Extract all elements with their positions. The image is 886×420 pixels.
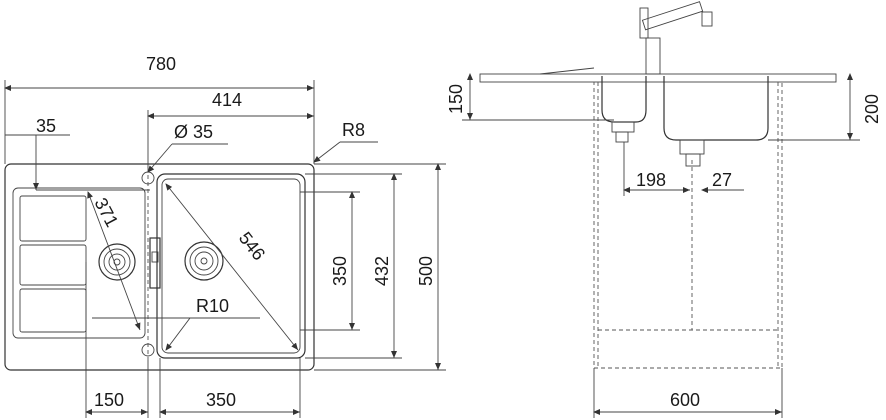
dim-cabinet-width: 600 [670,390,700,410]
side-view: 150 200 198 27 600 [446,1,882,418]
cabinet [593,81,783,369]
large-drain-fitting [679,139,705,155]
small-bowl-side [601,76,647,123]
sink-outline [4,163,315,371]
dim-small-bowl-width: 150 [94,390,124,410]
drainer-rib-3 [19,288,87,333]
dim-overall-width: 780 [146,54,176,74]
overflow-mark [151,251,159,263]
dim-bowl-height: 350 [330,256,350,286]
large-bowl [156,173,306,359]
dim-hole: Ø 35 [174,122,213,142]
drainer-area [12,187,146,339]
dim-drain-offset: 198 [636,170,666,190]
drainer-edge [539,67,595,75]
dim-depth-right: 200 [862,94,882,124]
small-drain-fitting [611,121,635,133]
dim-bowl-offset: 414 [212,90,242,110]
top-view: 780 414 35 Ø 35 R8 371 546 R10 350 [4,54,446,418]
dim-overall-height: 500 [416,256,436,286]
dim-inner-radius: R10 [196,296,229,316]
small-drain-pipe [615,131,629,143]
dim-line-546 [165,183,299,351]
leader-r8 [313,141,341,163]
large-bowl-drain [184,241,224,281]
dim-inner-height: 432 [372,256,392,286]
overflow-slot [149,237,161,289]
large-bowl-inner [161,178,301,354]
countertop [479,73,837,83]
faucet [639,1,713,75]
dim-corner-radius: R8 [342,120,365,140]
dim-diag-large: 546 [235,228,269,264]
dim-edge: 35 [36,116,56,136]
drainer-rib-1 [19,195,87,242]
large-bowl-side [663,76,769,141]
large-drain-pipe [685,153,701,167]
dim-depth-left: 150 [446,84,466,114]
dim-diag-small: 371 [90,194,122,230]
dim-line-371 [87,191,141,331]
drainer-rib-2 [19,244,87,286]
small-bowl-drain [98,243,136,281]
leader-r10 [165,317,191,351]
dim-large-bowl-width: 350 [206,390,236,410]
leader-hole [147,143,173,173]
dim-drain-small: 27 [712,170,732,190]
